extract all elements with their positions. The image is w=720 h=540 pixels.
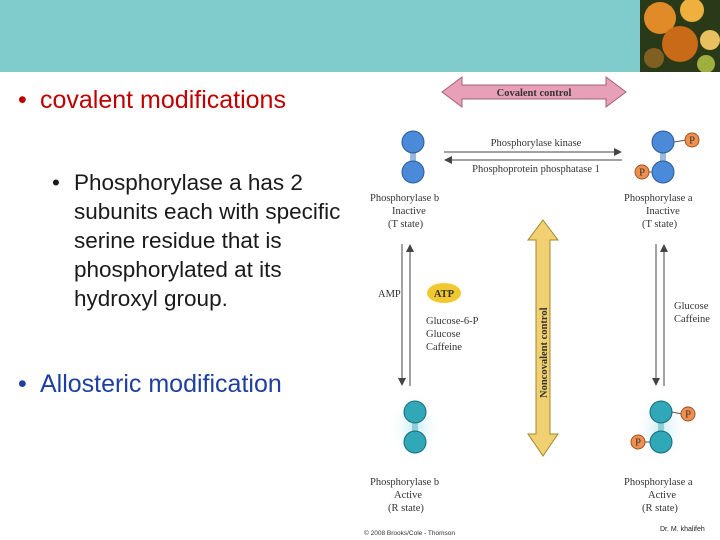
phosphatase-arrowhead [444, 156, 452, 164]
author-credit: Dr. M. khalifeh [660, 526, 705, 533]
p-label-top-right-2: P [639, 168, 645, 179]
amp-label: AMP [378, 289, 401, 300]
top-left-label-1: Phosphorylase b [370, 193, 439, 204]
covalent-control-label: Covalent control [497, 88, 572, 99]
right-down-arrowhead [652, 378, 660, 386]
phosphatase-label: Phosphoprotein phosphatase 1 [472, 164, 600, 175]
title-band [0, 0, 720, 72]
atp-label: ATP [434, 289, 455, 300]
bullet-phosphorylase-text: Phosphorylase a has 2 subunits each with… [74, 170, 341, 311]
p-label-bottom-right-1: P [685, 410, 691, 421]
left-inhibitor-3: Caffeine [426, 342, 462, 353]
left-inhibitor-2: Glucose [426, 329, 461, 340]
bottom-right-label-3: (R state) [642, 503, 678, 514]
corner-photo-image [640, 0, 720, 72]
left-up-arrowhead [406, 244, 414, 252]
right-inhibitor-1: Glucose [674, 301, 709, 312]
corner-photo [640, 0, 720, 72]
bullet-symbol: • [52, 170, 60, 195]
top-left-label-2: Inactive [392, 206, 426, 217]
covalent-control-arrow [441, 76, 627, 108]
bottom-left-label-1: Phosphorylase b [370, 477, 439, 488]
kinase-label: Phosphorylase kinase [491, 138, 582, 149]
bullet-covalent-text: covalent modifications [40, 86, 286, 114]
bottom-left-label-2: Active [394, 490, 422, 501]
top-right-label-3: (T state) [642, 219, 678, 230]
p-label-top-right-1: P [689, 136, 695, 147]
bullet-allosteric: • Allosteric modification [18, 370, 282, 399]
top-right-label-1: Phosphorylase a [624, 193, 693, 204]
p-label-bottom-right-2: P [635, 438, 641, 449]
bullet-allosteric-text: Allosteric modification [40, 370, 282, 398]
left-inhibitor-1: Glucose-6-P [426, 316, 479, 327]
diagram-svg: Covalent control Phosphorylase kinase Ph… [370, 76, 710, 514]
bottom-right-label-2: Active [648, 490, 676, 501]
bullet-symbol: • [18, 370, 27, 398]
right-up-arrowhead [660, 244, 668, 252]
phosphorylase-regulation-diagram: Covalent control Phosphorylase kinase Ph… [360, 72, 720, 540]
bullet-list: • covalent modifications • Phosphorylase … [0, 72, 360, 540]
figure-copyright: © 2008 Brooks/Cole - Thomson [364, 530, 456, 537]
kinase-arrowhead [614, 148, 622, 156]
phosphorylase-b-inactive-icon [401, 130, 425, 184]
bottom-left-label-3: (R state) [388, 503, 424, 514]
phosphorylase-b-active-icon [389, 390, 441, 466]
bullet-covalent: • covalent modifications [18, 86, 286, 115]
bottom-right-label-1: Phosphorylase a [624, 477, 693, 488]
atp-highlight [427, 283, 461, 303]
noncovalent-control-arrow [527, 219, 559, 457]
top-right-label-2: Inactive [646, 206, 680, 217]
bullet-symbol: • [18, 86, 27, 114]
phosphorylase-a-active-icon [630, 390, 696, 466]
phosphorylase-a-inactive-icon [634, 130, 700, 184]
top-left-label-3: (T state) [388, 219, 424, 230]
noncovalent-control-label: Noncovalent control [539, 307, 550, 398]
right-inhibitor-2: Caffeine [674, 314, 710, 325]
left-down-arrowhead [398, 378, 406, 386]
